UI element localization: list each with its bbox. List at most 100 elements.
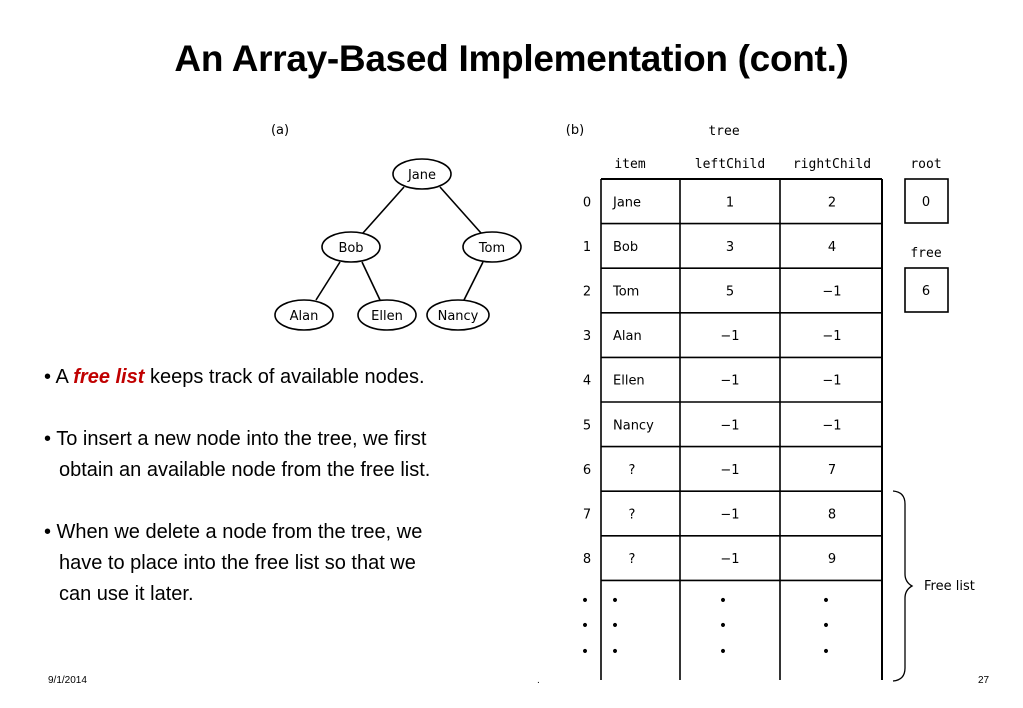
row-index: 6 [583, 463, 591, 478]
cell-left-child: −1 [720, 418, 739, 433]
cell-item: Alan [613, 329, 642, 344]
bullet-text: • A [44, 366, 74, 388]
ellipsis-row: •••• [581, 593, 830, 609]
bullet-free-list: • A free list keeps track of available n… [44, 362, 534, 393]
node-label: Jane [407, 168, 436, 183]
footer-date: 9/1/2014 [48, 675, 87, 686]
edge-tom-nancy [463, 261, 484, 301]
table-row: 4 Ellen −1 −1 [583, 374, 842, 389]
ellipsis-dot: • [611, 618, 619, 634]
row-index: 7 [583, 508, 591, 523]
panel-b-label: (b) [566, 123, 584, 138]
cell-right-child: −1 [822, 285, 841, 300]
table-headers: item leftChild rightChild [614, 157, 871, 172]
bullet-delete: • When we delete a node from the tree, w… [44, 517, 534, 610]
row-index: 4 [583, 374, 591, 389]
cell-right-child: 2 [828, 195, 836, 210]
root-box [904, 178, 949, 224]
tree-node-jane: Jane [392, 158, 452, 190]
root-label: root [910, 157, 941, 172]
tree-node-nancy: Nancy [426, 299, 490, 331]
free-list-term: free list [73, 366, 145, 388]
edge-bob-ellen [361, 261, 381, 301]
ellipsis-row: • • • • [581, 644, 830, 660]
ellipsis-dot: • [719, 618, 727, 634]
bullet-text: keeps track of available nodes. [144, 366, 425, 388]
free-list-brace [892, 490, 914, 682]
cell-left-child: −1 [720, 329, 739, 344]
node-label: Tom [478, 241, 505, 256]
ellipsis-dot: • [822, 644, 830, 660]
table-title: tree [708, 124, 739, 139]
free-list-label: Free list [924, 579, 975, 594]
bullet-text: • When we delete a node from the tree, w… [44, 521, 423, 543]
ellipsis-dot: • [611, 593, 619, 609]
ellipsis-dot: • [719, 644, 727, 660]
cell-left-child: −1 [720, 508, 739, 523]
footer-center: . [537, 675, 540, 686]
tree-node-bob: Bob [321, 231, 381, 263]
cell-item: Bob [613, 240, 638, 255]
node-label: Ellen [371, 309, 403, 324]
cell-right-child: 8 [828, 508, 836, 523]
tree-node-tom: Tom [462, 231, 522, 263]
cell-item: ? [629, 552, 636, 567]
table-row: 3 Alan −1 −1 [583, 329, 842, 344]
cell-right-child: 7 [828, 463, 836, 478]
ellipsis-dot: • [611, 644, 619, 660]
table-row: 6? −1 7 [583, 463, 836, 478]
ellipsis-dot: • [719, 593, 727, 609]
cell-item: Ellen [613, 374, 645, 389]
table-row: 0 Jane 1 2 [583, 195, 836, 210]
bullet-text: obtain an available node from the free l… [59, 459, 431, 481]
panel-a-label: (a) [271, 123, 289, 138]
slide-title: An Array-Based Implementation (cont.) [174, 38, 849, 79]
tree-node-alan: Alan [274, 299, 334, 331]
column-header: leftChild [695, 157, 765, 172]
cell-item: Jane [612, 195, 641, 210]
row-index: 3 [583, 329, 591, 344]
cell-left-child: 3 [726, 240, 734, 255]
tree-edges [315, 186, 484, 301]
node-label: Bob [338, 241, 363, 256]
node-label: Nancy [438, 309, 479, 324]
bullet-text: have to place into the free list so that… [59, 552, 416, 574]
cell-right-child: −1 [822, 329, 841, 344]
column-header: item [614, 157, 645, 172]
cell-right-child: 9 [828, 552, 836, 567]
cell-left-child: 1 [726, 195, 734, 210]
cell-item: Tom [612, 285, 639, 300]
cell-left-child: −1 [720, 463, 739, 478]
row-index: 2 [583, 285, 591, 300]
cell-left-child: 5 [726, 285, 734, 300]
bullet-text: • To insert a new node into the tree, we… [44, 428, 427, 450]
row-index: 8 [583, 552, 591, 567]
free-value: 6 [922, 284, 930, 299]
edge-jane-bob [362, 186, 405, 234]
row-index: 0 [583, 195, 591, 210]
footer-page-number: 27 [978, 675, 990, 686]
free-label: free [910, 246, 941, 261]
cell-item: Nancy [613, 418, 654, 433]
cell-item: ? [629, 463, 636, 478]
root-value: 0 [922, 195, 930, 210]
table-row: 2 Tom 5 −1 [583, 285, 842, 300]
ellipsis-dot: • [822, 618, 830, 634]
table-row: 7? −1 8 [583, 508, 836, 523]
cell-right-child: 4 [828, 240, 836, 255]
ellipsis-row: •••• [581, 618, 830, 634]
bullet-list: • A free list keeps track of available n… [44, 362, 534, 641]
cell-item: ? [629, 508, 636, 523]
cell-left-child: −1 [720, 374, 739, 389]
column-header: rightChild [793, 157, 871, 172]
cell-right-child: −1 [822, 374, 841, 389]
ellipsis-dot: • [581, 644, 589, 660]
tree-node-ellen: Ellen [357, 299, 417, 331]
row-index: 1 [583, 240, 591, 255]
ellipsis-dot: • [581, 593, 589, 609]
table-grid [600, 178, 883, 680]
